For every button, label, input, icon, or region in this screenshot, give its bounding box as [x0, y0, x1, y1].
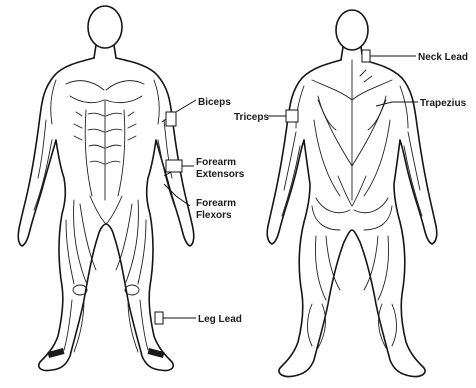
- label-trapezius: Trapezius: [420, 98, 467, 109]
- label-leg-lead: Leg Lead: [198, 314, 242, 325]
- label-forearm-extensors-line2: Extensors: [196, 169, 245, 180]
- leg-lead-pad: [155, 312, 163, 324]
- neck-lead-pad: [362, 50, 370, 62]
- back-figure: [267, 10, 437, 377]
- front-body-outline: [18, 58, 193, 371]
- front-head: [88, 6, 122, 48]
- forearm-flexors-pointer: [164, 184, 190, 206]
- back-head: [336, 10, 368, 50]
- biceps-pad: [166, 112, 176, 126]
- label-biceps: Biceps: [198, 97, 231, 108]
- label-forearm-flexors-line2: Flexors: [196, 210, 232, 221]
- triceps-pad: [286, 110, 298, 122]
- pointers: [162, 56, 418, 318]
- label-forearm-extensors-line1: Forearm: [196, 157, 236, 168]
- front-neck: [94, 45, 116, 58]
- label-triceps: Triceps: [234, 112, 269, 123]
- front-figure: [18, 6, 193, 371]
- forearm-extensors-pad: [166, 160, 182, 172]
- label-forearm-flexors-line1: Forearm: [196, 198, 236, 209]
- label-neck-lead: Neck Lead: [418, 52, 468, 63]
- trapezius-pointer: [376, 102, 418, 106]
